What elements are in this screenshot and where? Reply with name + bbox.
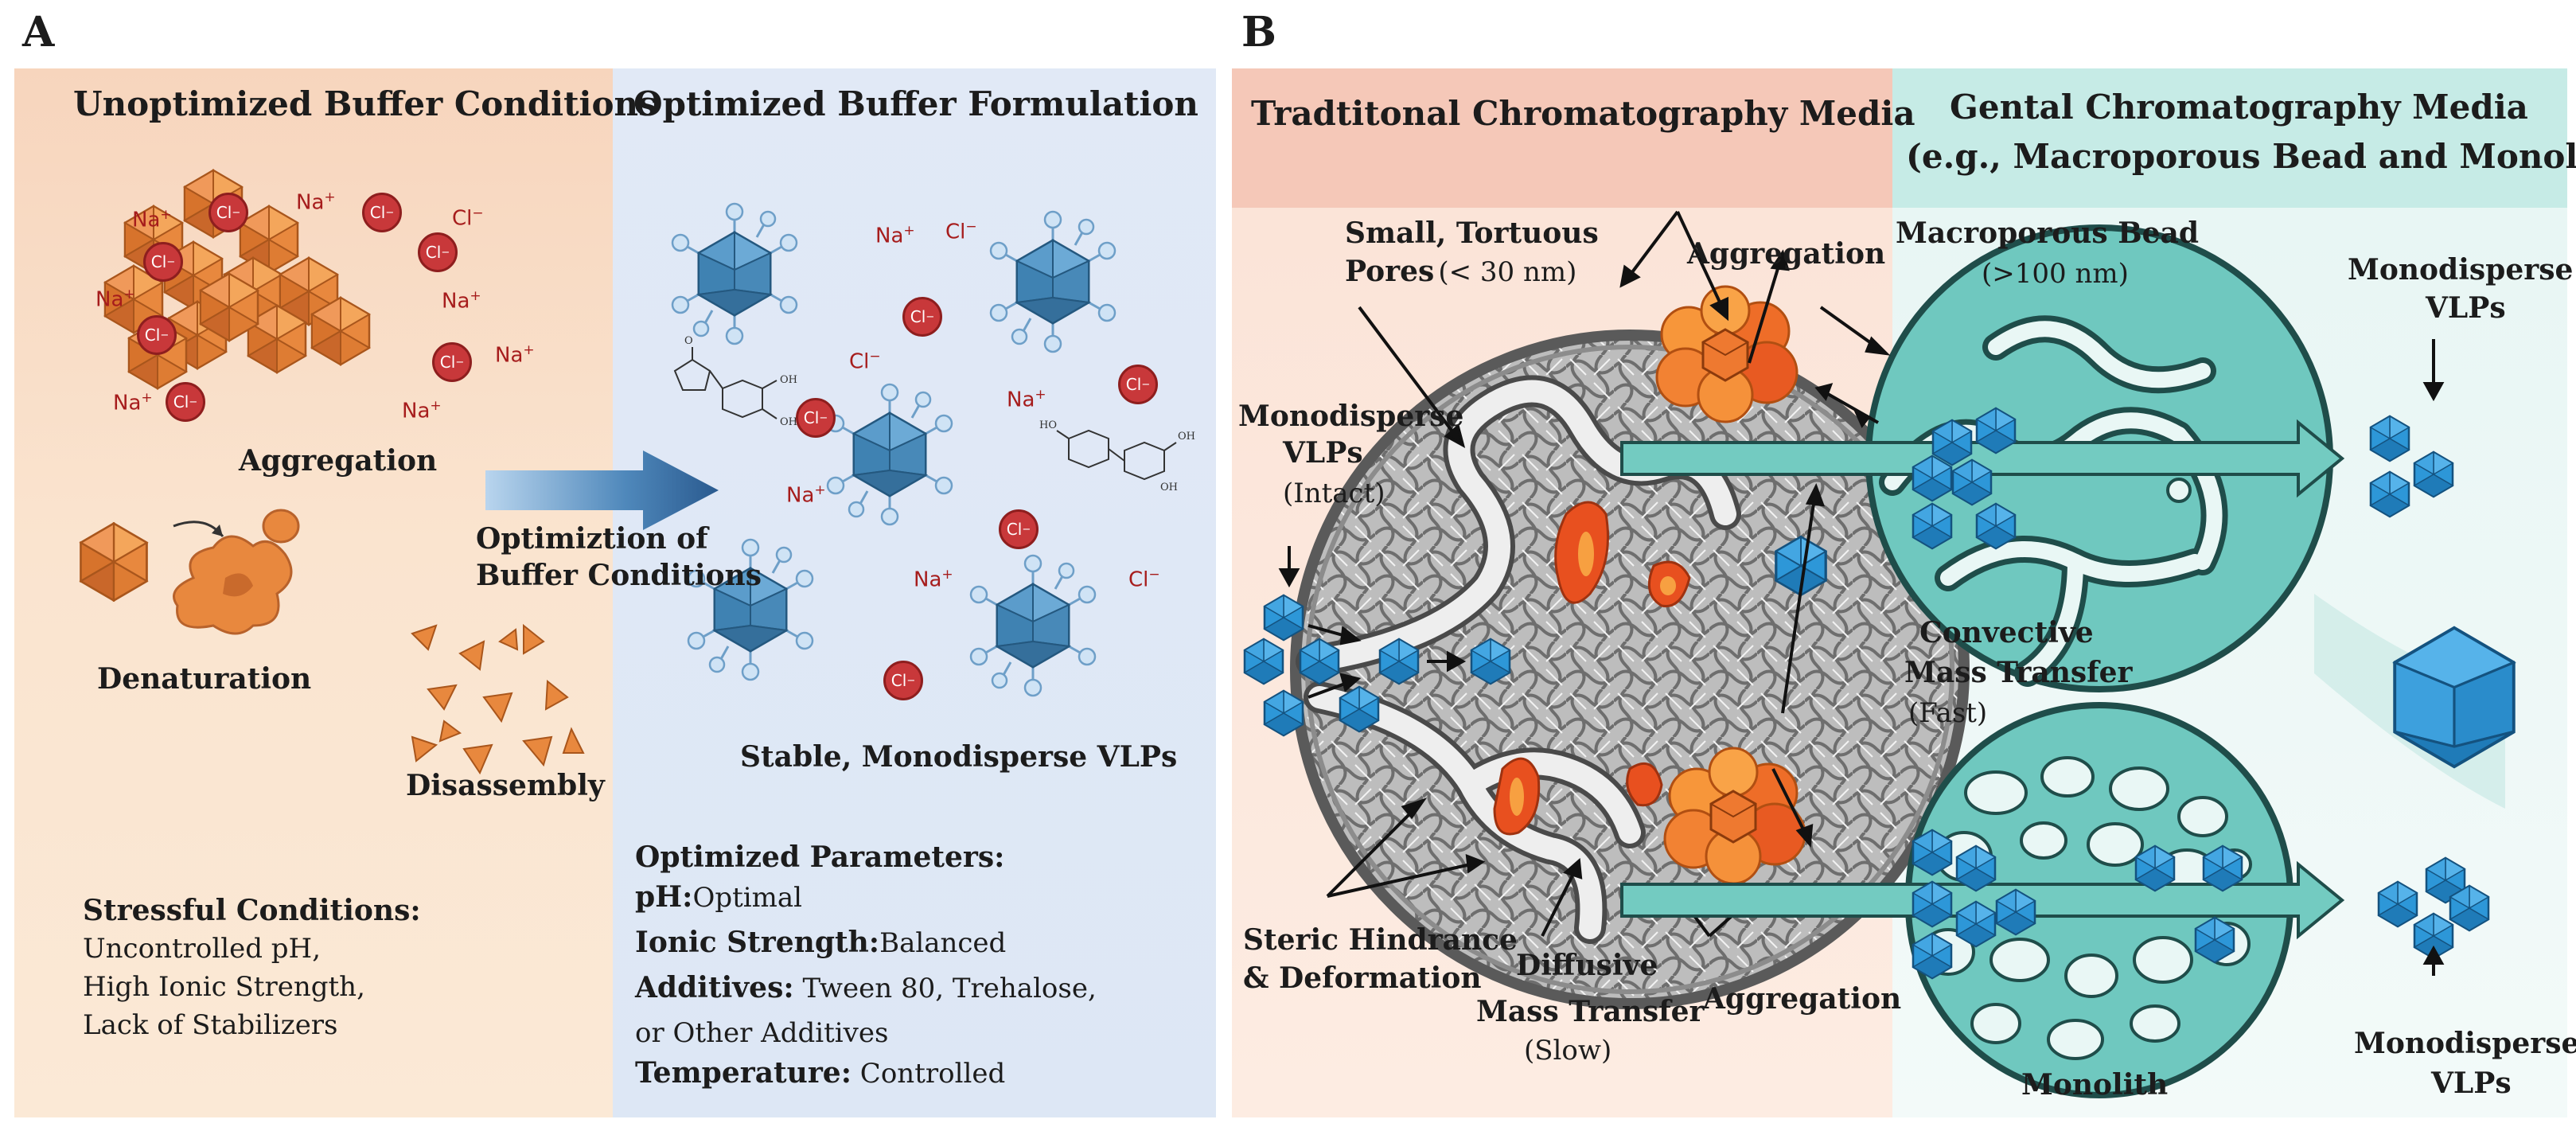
diffusive-label-2: Mass Transfer xyxy=(1476,995,1705,1028)
cl-ion: Cl− xyxy=(143,242,183,282)
cl-ion: Cl− xyxy=(432,342,472,382)
additives-value: Tween 80, Trehalose, xyxy=(793,973,1097,1004)
optimization-arrow-label-2: Buffer Conditions xyxy=(476,559,762,592)
cl-ion-text: Cl− xyxy=(1128,567,1160,592)
panel-b-left-header-bg xyxy=(1232,68,1892,208)
stressful-title: Stressful Conditions: xyxy=(83,894,421,927)
svg-text:OH: OH xyxy=(780,416,797,428)
convective-label-2: Mass Transfer xyxy=(1904,656,2133,689)
traditional-media-title: Tradtitonal Chromatography Media xyxy=(1251,94,1915,133)
ionic-key: Ionic Strength: xyxy=(635,926,880,959)
svg-text:OH: OH xyxy=(1160,482,1178,493)
cl-ion: Cl− xyxy=(902,297,942,337)
na-ion: Na+ xyxy=(875,223,915,248)
monodisperse-bottom-right-2: VLPs xyxy=(2431,1067,2512,1100)
na-ion: Na+ xyxy=(113,390,153,415)
na-ion: Na+ xyxy=(95,287,135,312)
panel-a-right-background xyxy=(613,68,1216,1117)
small-pores-word: Pores xyxy=(1345,255,1435,288)
gentle-media-title-1: Gental Chromatography Media xyxy=(1950,88,2528,127)
aggregation-bottom-label: Aggregation xyxy=(1703,982,1902,1016)
temperature-key: Temperature: xyxy=(635,1056,852,1090)
aggregation-top-label: Aggregation xyxy=(1687,237,1886,271)
disassembly-label: Disassembly xyxy=(406,769,605,802)
convective-label-1: Convective xyxy=(1919,616,2094,649)
diffusive-label-3: (Slow) xyxy=(1524,1035,1612,1067)
steric-label-2: & Deformation xyxy=(1243,961,1482,995)
cl-ion: Cl− xyxy=(208,193,248,232)
na-ion: Na+ xyxy=(296,189,336,215)
cl-ion: Cl− xyxy=(796,398,836,438)
aggregation-label-a: Aggregation xyxy=(239,444,438,478)
cl-ion-text: Cl− xyxy=(452,205,484,231)
monodisperse-bottom-right-1: Monodisperse xyxy=(2354,1027,2576,1060)
cl-ion: Cl− xyxy=(166,382,205,422)
steric-label-1: Steric Hindrance xyxy=(1243,923,1518,957)
gentle-media-title-2: (e.g., Macroporous Bead and Monolith) xyxy=(1906,137,2576,176)
diffusive-label-1: Diffusive xyxy=(1516,949,1658,982)
na-ion: Na+ xyxy=(132,207,172,232)
monodisperse-left-label-1: Monodisperse xyxy=(1238,400,1464,433)
na-ion: Na+ xyxy=(914,567,953,592)
cl-ion: Cl− xyxy=(883,661,923,700)
macroporous-size: (>100 nm) xyxy=(1982,258,2129,290)
cl-ion: Cl− xyxy=(362,193,402,232)
stress-line: Lack of Stabilizers xyxy=(83,1009,338,1041)
small-pores-label-2: Pores (< 30 nm) xyxy=(1345,255,1576,288)
small-pores-size: (< 30 nm) xyxy=(1438,256,1577,288)
panel-b-artwork xyxy=(1243,210,2516,1098)
monolith-label: Monolith xyxy=(2021,1068,2169,1102)
cl-ion: Cl− xyxy=(137,315,177,355)
monodisperse-top-right-2: VLPs xyxy=(2426,291,2506,325)
stable-vlps-label: Stable, Monodisperse VLPs xyxy=(740,740,1178,774)
params-title: Optimized Parameters: xyxy=(635,840,1005,874)
panel-b-right-header-bg xyxy=(1892,68,2567,208)
panel-a-artwork: O OH OH HO OH OH xyxy=(80,169,1195,775)
stress-line: Uncontrolled pH, xyxy=(83,933,322,965)
na-ion: Na+ xyxy=(495,342,535,368)
stress-line: High Ionic Strength, xyxy=(83,971,365,1003)
denaturation-label: Denaturation xyxy=(97,662,312,696)
na-ion: Na+ xyxy=(402,398,442,423)
cl-ion: Cl− xyxy=(418,232,458,272)
svg-text:HO: HO xyxy=(1039,419,1057,431)
monodisperse-left-label-3: (Intact) xyxy=(1283,478,1385,509)
convective-label-3: (Fast) xyxy=(1908,697,1988,729)
optimized-parameters: Optimized Parameters: pH:Optimal Ionic S… xyxy=(635,837,1097,1098)
macroporous-label: Macroporous Bead xyxy=(1896,216,2200,250)
ph-value: Optimal xyxy=(692,882,803,914)
temperature-value: Controlled xyxy=(852,1058,1006,1090)
cl-ion: Cl− xyxy=(999,509,1039,549)
na-ion: Na+ xyxy=(786,482,826,508)
na-ion: Na+ xyxy=(1007,387,1046,412)
svg-text:OH: OH xyxy=(780,374,797,386)
additives-key: Additives: xyxy=(635,971,794,1004)
cl-ion-text: Cl− xyxy=(945,219,977,244)
monodisperse-left-label-2: VLPs xyxy=(1283,436,1363,470)
ionic-value: Balanced xyxy=(879,927,1007,959)
panel-a-letter: A xyxy=(22,8,55,57)
cl-ion-text: Cl− xyxy=(849,349,881,374)
optimization-arrow-label-1: Optimiztion of xyxy=(476,522,708,556)
ph-key: pH: xyxy=(635,880,693,914)
unoptimized-title: Unoptimized Buffer Conditions xyxy=(73,84,657,123)
small-pores-label-1: Small, Tortuous xyxy=(1345,216,1599,250)
monodisperse-top-right-1: Monodisperse xyxy=(2348,253,2574,287)
additives-value-2: or Other Additives xyxy=(635,1017,889,1049)
panel-b-letter: B xyxy=(1241,8,1276,57)
cl-ion: Cl− xyxy=(1118,365,1158,404)
svg-text:O: O xyxy=(684,335,693,347)
na-ion: Na+ xyxy=(442,288,481,314)
stressful-conditions: Stressful Conditions: Uncontrolled pH, H… xyxy=(83,891,421,1044)
svg-text:OH: OH xyxy=(1178,431,1195,443)
optimized-title: Optimized Buffer Formulation xyxy=(633,84,1198,123)
